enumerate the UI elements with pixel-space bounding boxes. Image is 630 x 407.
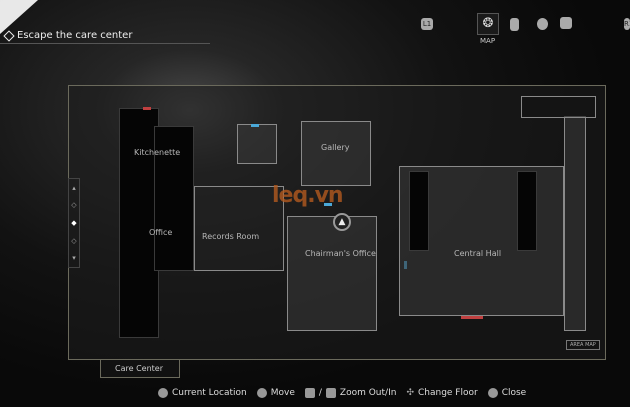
floor-down-icon[interactable]: ▾ bbox=[72, 254, 76, 263]
control-label: Current Location bbox=[172, 388, 247, 398]
objective-icon bbox=[3, 29, 15, 42]
control-label: Zoom Out/In bbox=[339, 388, 397, 398]
tab-inventory-icon[interactable] bbox=[560, 17, 572, 29]
map-frame[interactable]: Kitchenette Office Records Room Gallery … bbox=[68, 85, 606, 360]
corner-decoration bbox=[0, 0, 38, 34]
control-close[interactable]: Close bbox=[487, 388, 527, 398]
room-storage bbox=[237, 124, 277, 164]
room-label-records-room: Records Room bbox=[202, 232, 260, 241]
objective-banner: Escape the care center bbox=[0, 28, 210, 44]
room-gallery bbox=[301, 121, 371, 186]
left-stick-icon bbox=[256, 388, 267, 398]
map-key-box bbox=[521, 96, 596, 118]
room-records-room bbox=[194, 186, 284, 271]
current-floor-icon: ◆ bbox=[71, 218, 77, 227]
compass-icon: ❂ bbox=[482, 16, 494, 31]
tab-files-icon[interactable] bbox=[510, 18, 519, 31]
tab-map-label: MAP bbox=[480, 37, 496, 45]
unlocked-door bbox=[251, 124, 259, 127]
area-tab-care-center[interactable]: Care Center bbox=[100, 360, 180, 378]
watermark-logo: leq.vn bbox=[272, 183, 344, 208]
r2-button-icon bbox=[325, 388, 336, 398]
circle-button-icon bbox=[487, 388, 498, 398]
floor-selector[interactable]: ▴ ◇ ◆ ◇ ▾ bbox=[68, 178, 80, 268]
l1-button-icon[interactable]: L1 bbox=[421, 18, 433, 30]
control-label: Change Floor bbox=[417, 388, 478, 398]
tab-items-icon[interactable] bbox=[537, 18, 548, 30]
control-label: Move bbox=[270, 388, 295, 398]
locked-door bbox=[461, 316, 483, 319]
square-button-icon bbox=[158, 388, 168, 398]
floor-icon: ◇ bbox=[71, 236, 77, 245]
staircase-left bbox=[409, 171, 429, 251]
controls-legend: Current Location Move / Zoom Out/In ✣Chan… bbox=[158, 388, 526, 398]
control-change-floor[interactable]: ✣Change Floor bbox=[406, 388, 477, 398]
staircase-right bbox=[517, 171, 537, 251]
player-location-icon: ▲ bbox=[333, 213, 351, 231]
l2-button-icon bbox=[304, 388, 315, 398]
room-label-chairmans-office: Chairman's Office bbox=[305, 249, 376, 258]
locked-door bbox=[143, 107, 151, 110]
room-label-gallery: Gallery bbox=[321, 143, 350, 152]
room-label-office: Office bbox=[149, 228, 173, 237]
unlocked-door bbox=[324, 203, 332, 206]
room-label-central-hall: Central Hall bbox=[454, 249, 502, 258]
r1-button-icon[interactable]: R1 bbox=[624, 18, 630, 30]
control-move[interactable]: Move bbox=[256, 388, 295, 398]
control-current-location[interactable]: Current Location bbox=[158, 388, 247, 398]
dpad-icon: ✣ bbox=[406, 388, 414, 398]
separator: / bbox=[318, 388, 322, 398]
floor-up-icon[interactable]: ▴ bbox=[72, 183, 76, 192]
room-left-wing bbox=[119, 108, 159, 338]
room-east-corridor bbox=[564, 116, 586, 331]
tab-map[interactable]: ❂ bbox=[477, 13, 499, 35]
room-label-kitchenette: Kitchenette bbox=[134, 148, 181, 157]
room-office bbox=[154, 126, 194, 271]
area-map-label[interactable]: AREA MAP bbox=[566, 340, 600, 350]
control-zoom[interactable]: / Zoom Out/In bbox=[304, 388, 397, 398]
objective-text: Escape the care center bbox=[17, 30, 133, 41]
room-chairmans-office bbox=[287, 216, 377, 331]
floor-icon: ◇ bbox=[71, 201, 77, 210]
control-label: Close bbox=[501, 388, 527, 398]
